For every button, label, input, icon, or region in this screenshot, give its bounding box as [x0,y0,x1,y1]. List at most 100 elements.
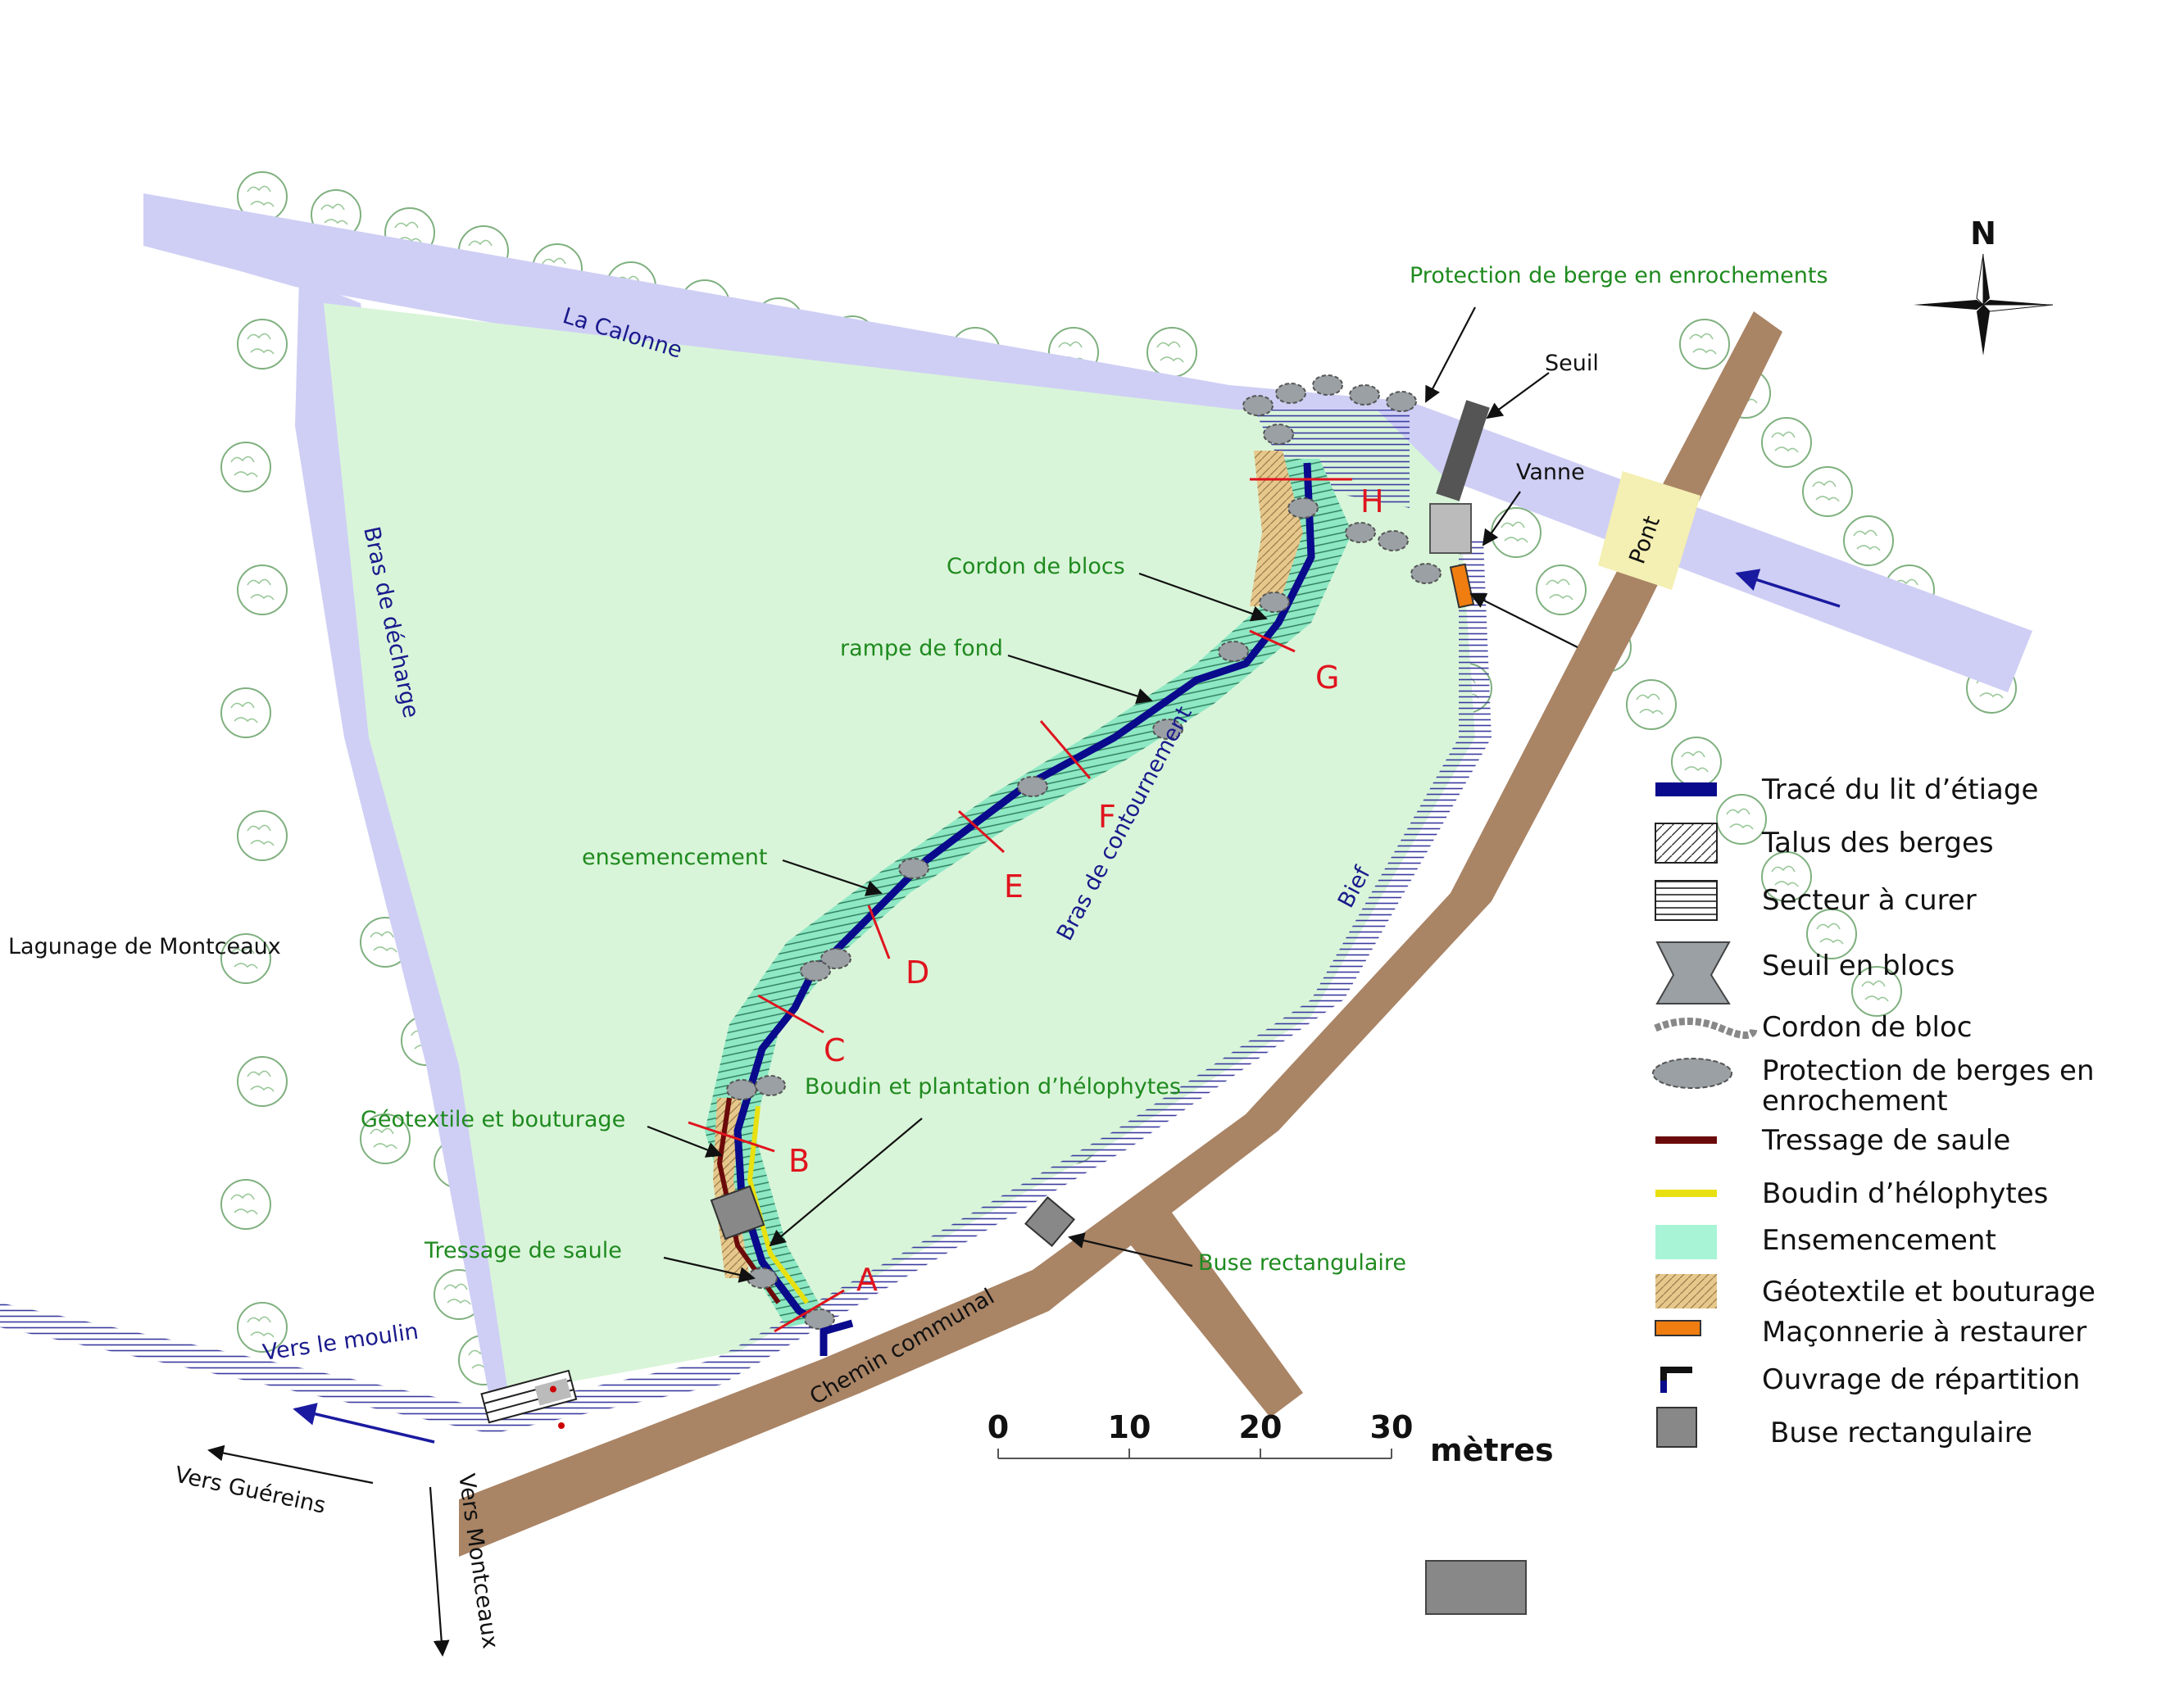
rock-line-icon [1654,1018,1758,1039]
rock-icon [1263,424,1294,445]
river-la-calonne [143,193,2032,692]
legend-label-5: Protection de berges en [1762,1054,2095,1087]
section-letter: D [906,955,929,991]
section-letter: G [1315,660,1339,696]
rock-icon [1287,497,1319,519]
rock-icon [1275,383,1306,404]
annotation-tressage: Tressage de saule [424,1238,622,1263]
north-label: N [1970,215,1996,252]
pont-bridge [1598,471,1700,590]
scale-tick-10: 10 [1108,1409,1151,1445]
rock-clusters [726,374,1442,1330]
rock-icon [804,1308,835,1330]
annotation-boudin: Boudin et plantation d’hélophytes [805,1074,1181,1100]
tree-icon [237,319,288,370]
legend-label-7: Boudin d’hélophytes [1762,1177,2048,1210]
red-dot-marker [558,1422,565,1429]
legend-label-0: Tracé du lit d’étiage [1761,773,2038,806]
legend-label-8: Ensemencement [1762,1224,1996,1257]
tree-icon [1716,794,1767,845]
annotation-protection-berge: Protection de berge en enrochements [1410,263,1828,288]
section-cut-line [957,809,1006,854]
tree-icon [220,687,271,738]
scale-bar: 0 10 20 30 mètres [988,1409,1554,1468]
annotation-rampe-fond: rampe de fond [840,636,1003,661]
tree-icon [237,1056,288,1107]
rock-icon [1017,776,1048,797]
section-cut-line [1249,629,1296,653]
label-vers-guereins: Vers Guéreins [173,1462,329,1519]
rock-icon [820,948,851,969]
rock-icon [898,858,929,879]
tree-icon [1146,327,1197,378]
l-shape-icon [1660,1367,1692,1393]
legend: Tracé du lit d’étiage Talus des berges S… [1652,773,2095,1449]
section-cut-line [757,994,824,1034]
bief-channel [0,533,1492,1434]
tree-icon [237,565,288,615]
diagonal-hatch-icon [1655,823,1718,864]
legend-label-3: Seuil en blocs [1762,950,1955,982]
rock-icon [755,1075,786,1096]
legend-label-2: Secteur à curer [1762,884,1977,917]
rock-icon [1259,592,1290,613]
rock-icon [1345,522,1376,543]
annotation-ensemencement: ensemencement [582,845,768,870]
annotation-cordon-blocs: Cordon de blocs [947,554,1125,579]
tree-icon [1671,737,1722,787]
annotation-arrows [207,306,1578,1657]
seuil-structure [1436,400,1490,501]
buse-rectangulaire-1 [710,1185,765,1240]
ouvrage-repartition [820,1319,854,1356]
tree-icon [1536,565,1587,615]
orange-swatch-icon [1655,1320,1701,1336]
tree-icon [1626,679,1677,730]
section-cut-line [774,1289,845,1333]
flow-arrows [293,569,1841,1444]
legend-label-4: Cordon de bloc [1762,1011,1973,1044]
label-lagunage: Lagunage de Montceaux [8,934,281,959]
tree-icon [220,1179,271,1230]
north-arrow-icon [1914,253,2054,356]
buse-rectangulaire-2 [1024,1196,1075,1247]
legend-label-9: Géotextile et bouturage [1762,1276,2095,1308]
section-letter: H [1360,483,1384,519]
tan-swatch-icon [1655,1274,1717,1308]
annotation-buse: Buse rectangulaire [1198,1250,1406,1276]
tree-icon [237,810,288,861]
annotation-seuil: Seuil [1545,351,1599,376]
rock-icon [1349,384,1380,406]
section-cut-line [1039,720,1092,779]
scale-tick-20: 20 [1239,1409,1283,1445]
legend-label-12: Buse rectangulaire [1770,1417,2032,1449]
section-letter: F [1098,799,1116,835]
rock-icon [1152,719,1183,740]
rock-icon [1378,530,1409,551]
rock-icon [1386,391,1417,412]
rock-icon [1242,395,1274,416]
blue-line-icon [1655,782,1717,796]
grey-box-marker [1425,1560,1527,1615]
legend-label-5b: enrochement [1762,1085,1948,1118]
scale-unit: mètres [1430,1432,1554,1468]
scale-tick-30: 30 [1370,1409,1414,1445]
rock-cluster-icon [1652,1058,1732,1089]
vanne-structure [1429,503,1472,554]
legend-label-11: Ouvrage de répartition [1762,1363,2080,1396]
section-letter: A [856,1262,878,1298]
legend-label-1: Talus des berges [1761,827,1994,859]
annotation-geotextile: Géotextile et bouturage [361,1107,625,1132]
meadow-area [324,303,1475,1393]
rock-icon [1312,374,1343,396]
ensemencement-band [705,459,1352,1327]
tree-icon [1761,417,1812,468]
section-cut-line [688,1121,775,1153]
rock-icon [800,960,831,982]
dark-red-line-icon [1655,1136,1717,1144]
section-cut-line [867,905,891,959]
annotation-vanne: Vanne [1516,460,1585,485]
rock-icon [1218,641,1249,662]
legend-label-6: Tressage de saule [1761,1124,2010,1157]
